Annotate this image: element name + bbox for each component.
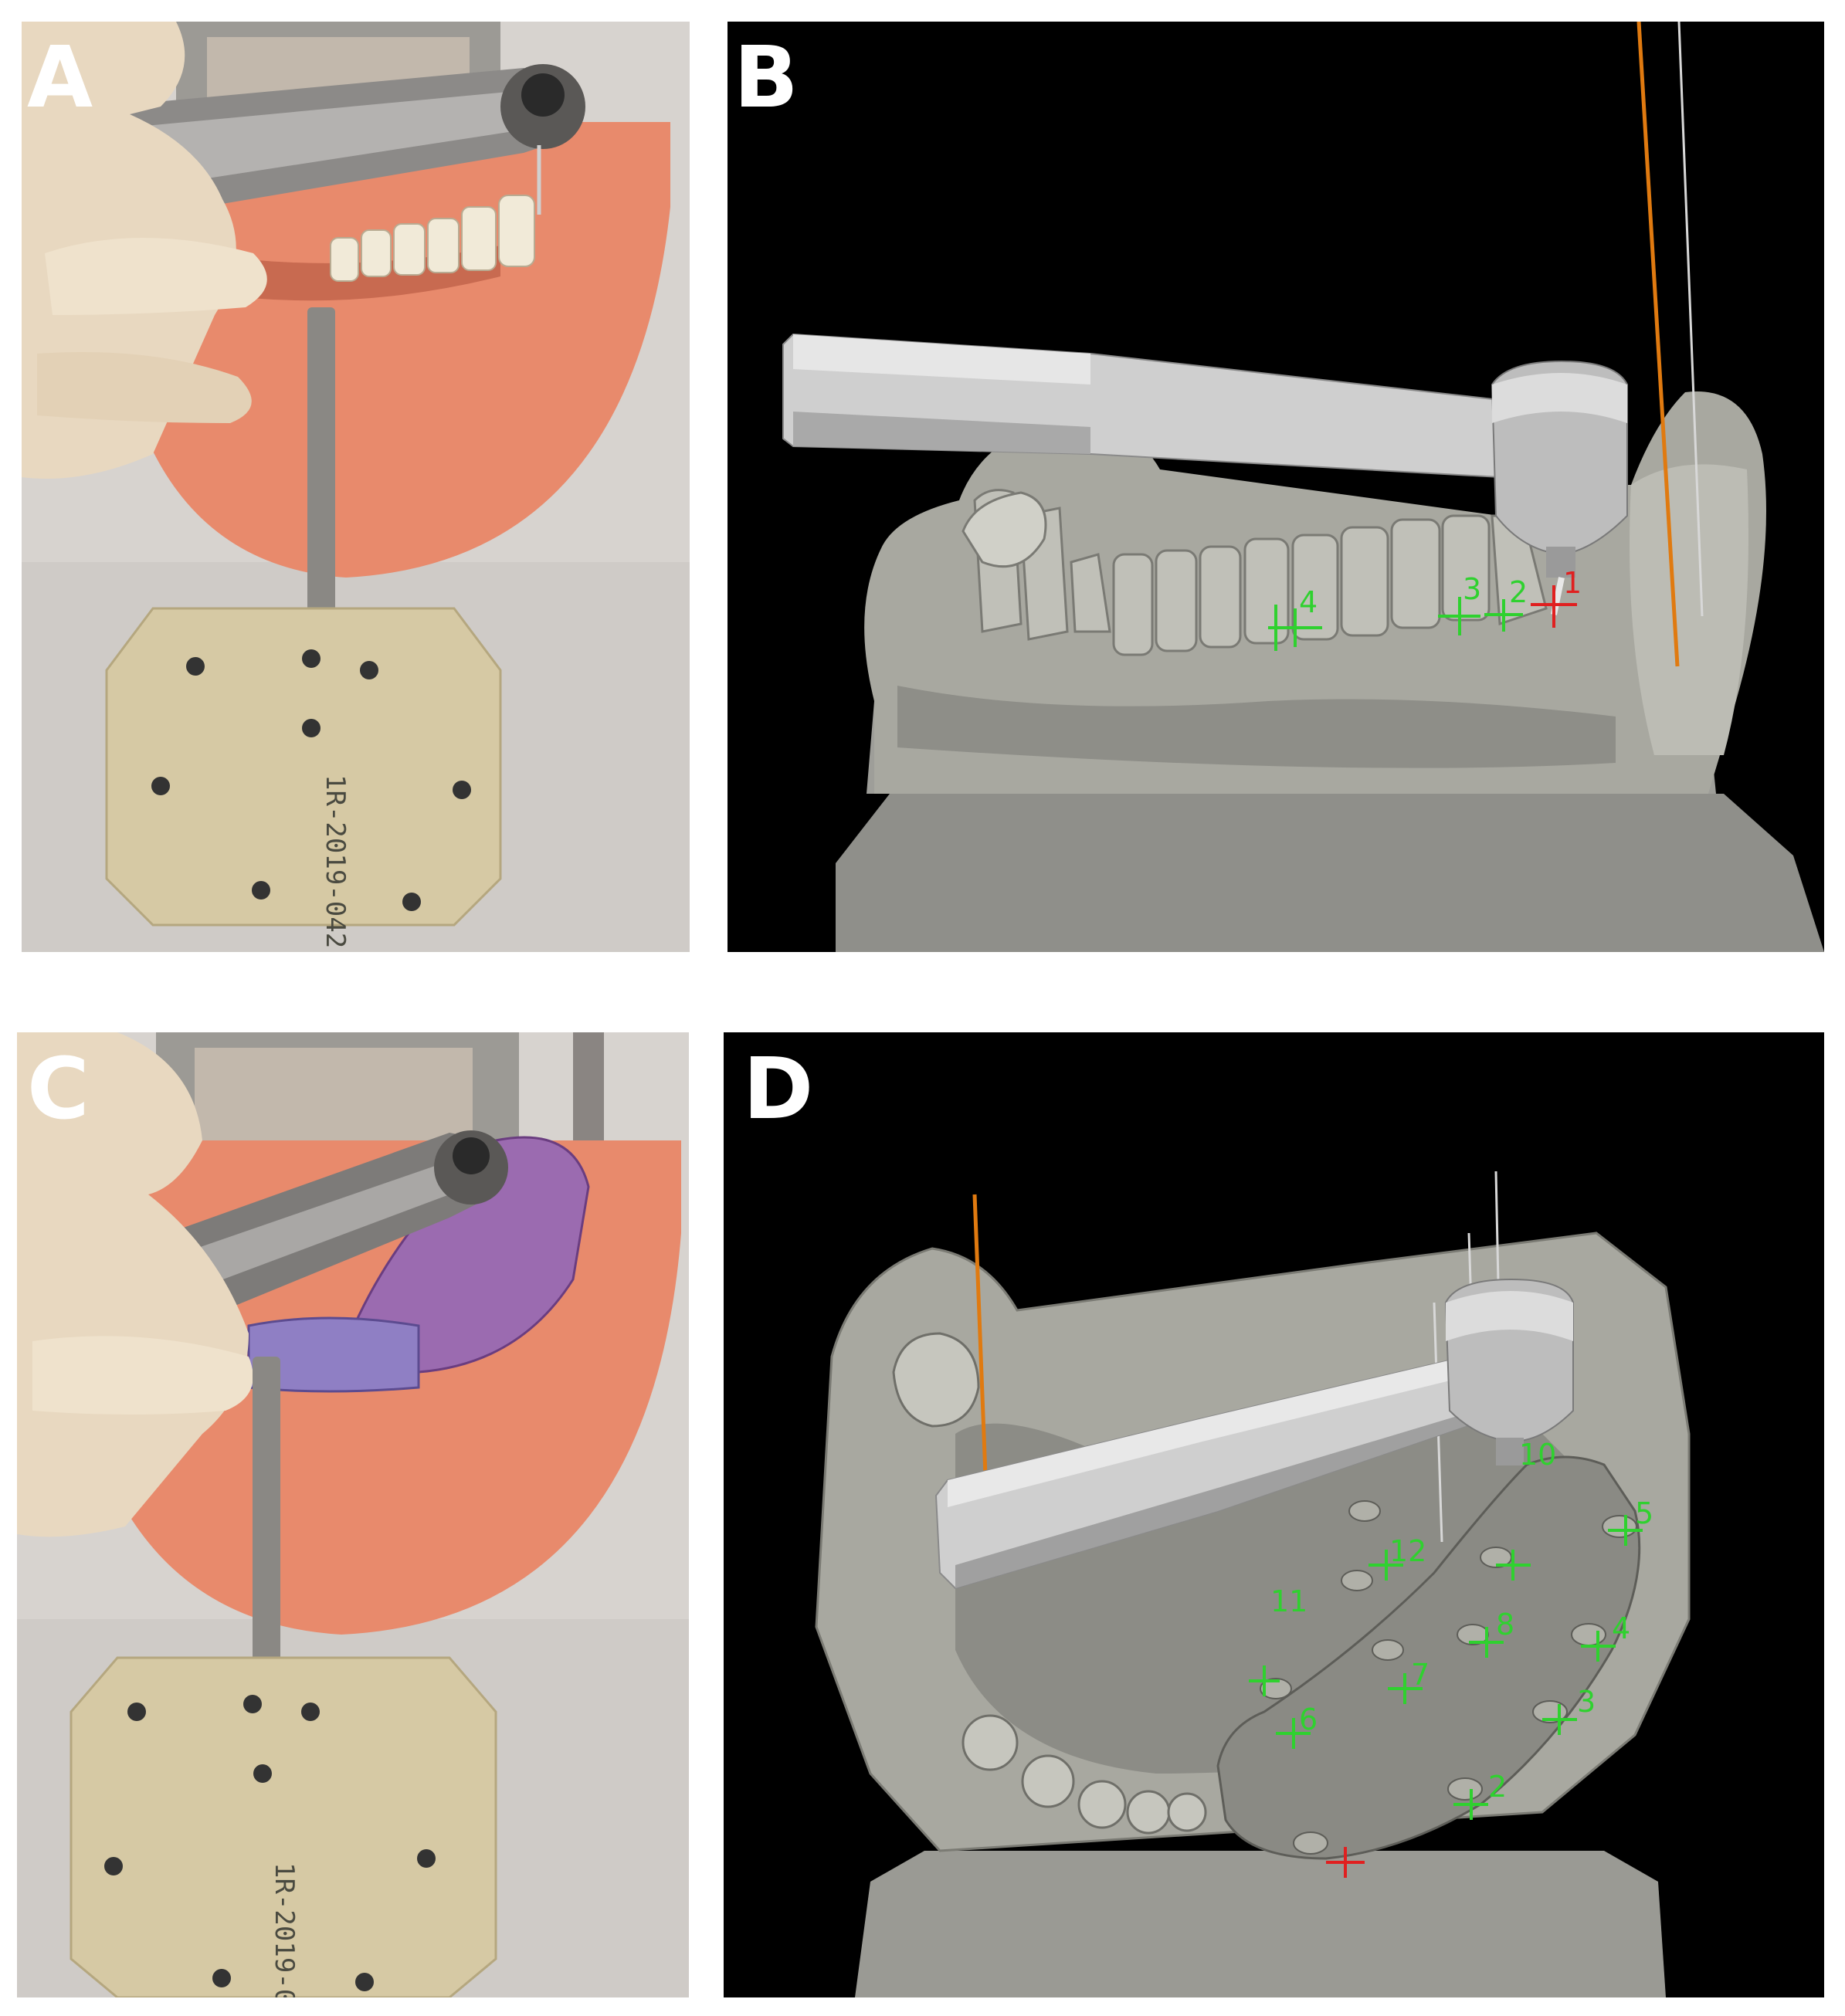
marker-label-10: 10 [1519,1438,1556,1472]
marker-label-1: 1 [1563,566,1582,600]
manikin-photo-a: 1R-2019-042 [22,22,690,952]
navigation-render-b: 1 2 3 4 [727,22,1824,952]
panel-a-photo: 1R-2019-042 [22,22,690,952]
marker-label-7: 7 [1411,1658,1430,1692]
marker-label-2: 2 [1488,1770,1507,1804]
panel-d-render: 2 3 4 5 6 7 8 10 11 12 [724,1032,1824,1997]
panel-label-b: B [734,28,799,127]
marker-label-4: 4 [1299,585,1318,619]
panel-label-d: D [743,1039,814,1138]
panel-c-photo: 1R-2019-042 [17,1032,689,1997]
marker-label-12: 12 [1389,1534,1426,1568]
panel-label-a: A [27,28,93,127]
marker-label-3: 3 [1463,572,1481,606]
marker-label-11: 11 [1270,1584,1307,1618]
marker-label-4: 4 [1612,1611,1630,1645]
panel-label-c: C [27,1039,90,1138]
marker-label-3: 3 [1577,1685,1596,1719]
marker-label-5: 5 [1635,1496,1653,1530]
marker-label-8: 8 [1496,1608,1514,1642]
plate-imprint-a: 1R-2019-042 [320,774,351,948]
plate-imprint-c: 1R-2019-042 [269,1862,300,1997]
marker-label-2: 2 [1509,575,1528,609]
marker-label-6: 6 [1299,1703,1318,1736]
panel-b-render: 1 2 3 4 [727,22,1824,952]
manikin-photo-c: 1R-2019-042 [17,1032,689,1997]
navigation-render-d: 2 3 4 5 6 7 8 10 11 12 [724,1032,1824,1997]
